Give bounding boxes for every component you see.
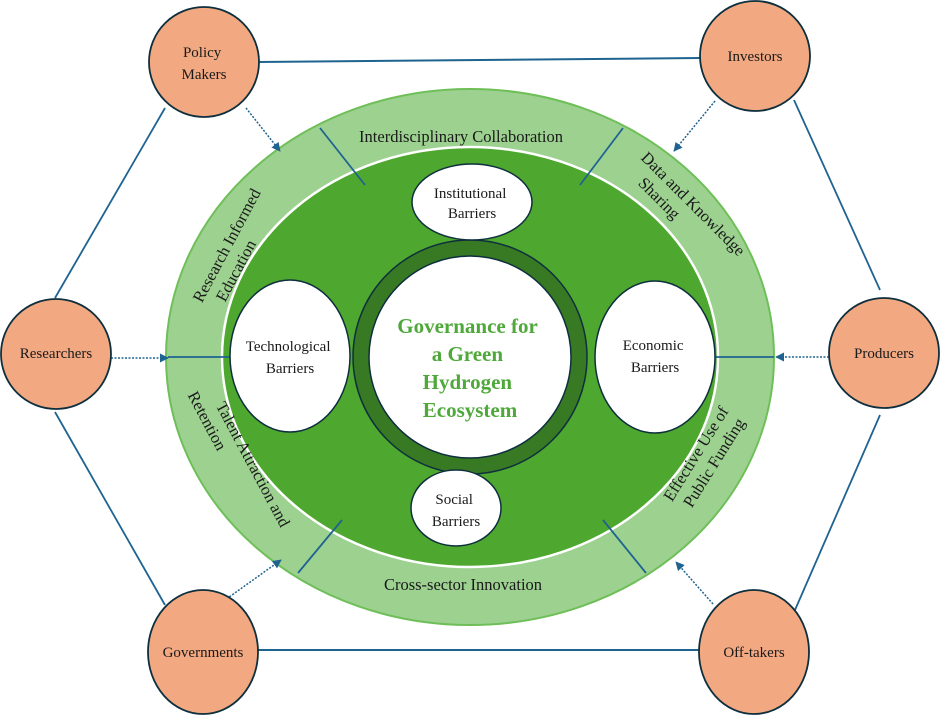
center-title: Governance for a Green Hydrogen Ecosyste… — [397, 314, 542, 422]
stakeholder-node — [698, 589, 810, 715]
barrier-bubble — [229, 279, 351, 433]
ring-divider — [319, 127, 366, 186]
connector-line — [54, 411, 166, 606]
influence-arrows — [111, 100, 829, 606]
barrier-institutional[interactable]: Institutional Barriers — [411, 163, 533, 241]
ring-segment-cross-sector: Cross-sector Innovation — [384, 575, 542, 594]
arrow-policy-makers — [245, 107, 281, 152]
barrier-economic[interactable]: Economic Barriers — [594, 280, 716, 434]
stakeholder-policy-makers[interactable]: Policy Makers — [148, 6, 260, 118]
barrier-bubble — [594, 280, 716, 434]
ring-divider — [579, 127, 624, 186]
stakeholder-label: Governments — [163, 645, 244, 661]
arrow-investors — [673, 100, 716, 152]
connector-line — [54, 107, 166, 299]
ring-dividers — [168, 127, 774, 574]
barrier-bubble — [410, 469, 502, 547]
stakeholder-producers[interactable]: Producers — [828, 297, 940, 409]
stakeholder-label: Producers — [854, 346, 914, 362]
stakeholder-label: Researchers — [20, 346, 93, 362]
arrow-governments — [217, 559, 282, 606]
barrier-technological[interactable]: Technological Barriers — [229, 279, 351, 433]
stakeholder-node — [147, 589, 259, 715]
stakeholder-investors[interactable]: Investors — [699, 0, 811, 112]
barrier-label: Economic Barriers — [623, 338, 688, 376]
ring-divider — [602, 519, 647, 574]
stakeholder-node — [148, 6, 260, 118]
connector-line — [257, 57, 701, 63]
barrier-label: Social Barriers — [432, 492, 480, 530]
center-core — [368, 255, 572, 459]
stakeholder-researchers[interactable]: Researchers — [0, 298, 112, 410]
stakeholder-off-takers[interactable]: Off-takers — [698, 589, 810, 715]
connector-line — [794, 414, 881, 611]
barrier-bubble — [411, 163, 533, 241]
connector-line — [793, 99, 881, 291]
ring-segment-interdisciplinary: Interdisciplinary Collaboration — [359, 127, 563, 146]
barrier-label: Technological Barriers — [246, 339, 335, 377]
barrier-label: Institutional Barriers — [434, 186, 510, 222]
arrow-off-takers — [675, 561, 714, 605]
stakeholder-label: Investors — [728, 49, 783, 65]
stakeholder-node — [0, 298, 112, 410]
stakeholder-node — [699, 0, 811, 112]
stakeholder-node — [828, 297, 940, 409]
stakeholder-label: Policy Makers — [182, 45, 227, 83]
ring-divider — [297, 519, 343, 574]
stakeholder-label: Off-takers — [723, 645, 785, 661]
stakeholder-network — [54, 57, 881, 651]
barrier-social[interactable]: Social Barriers — [410, 469, 502, 547]
stakeholder-governments[interactable]: Governments — [147, 589, 259, 715]
